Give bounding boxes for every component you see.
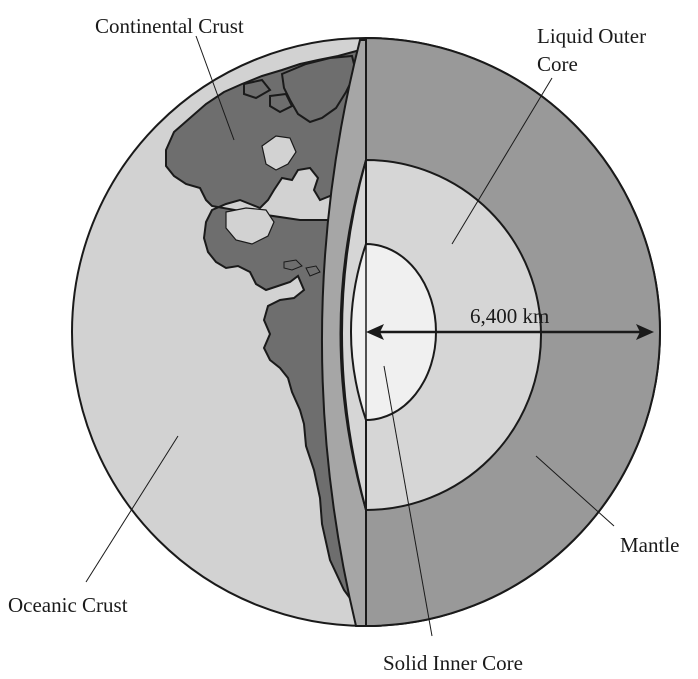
leader-oceanic-crust bbox=[85, 435, 179, 583]
arctic-island-2 bbox=[269, 92, 294, 114]
radius-arrow bbox=[366, 324, 654, 340]
gulf-of-mexico bbox=[225, 207, 275, 245]
continents bbox=[165, 49, 367, 625]
caribbean-island-1 bbox=[283, 259, 303, 271]
label-liquid-outer-core-line1: Liquid Outer bbox=[537, 24, 646, 48]
label-mantle: Mantle bbox=[620, 533, 679, 557]
leader-continental-crust bbox=[195, 35, 235, 141]
caribbean-island-2 bbox=[305, 265, 321, 277]
leader-liquid-outer-core bbox=[451, 77, 553, 245]
label-liquid-outer-core-line2: Core bbox=[537, 52, 578, 76]
label-oceanic-crust: Oceanic Crust bbox=[8, 593, 128, 617]
hudson-bay bbox=[261, 135, 297, 171]
leader-mantle bbox=[535, 455, 615, 527]
label-continental-crust: Continental Crust bbox=[95, 14, 244, 38]
label-solid-inner-core: Solid Inner Core bbox=[383, 651, 523, 675]
label-radius: 6,400 km bbox=[470, 304, 549, 328]
leader-solid-inner-core bbox=[383, 365, 433, 637]
arctic-island-1 bbox=[243, 78, 272, 100]
liquid-outer-core bbox=[339, 158, 542, 512]
